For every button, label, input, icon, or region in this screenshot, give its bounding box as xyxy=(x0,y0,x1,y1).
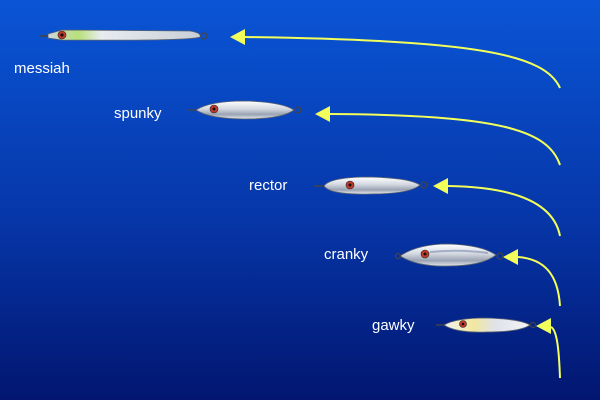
short-jig-icon xyxy=(436,317,537,333)
slim-jig-icon xyxy=(187,100,302,120)
lure-label-gawky: gawky xyxy=(372,317,415,334)
wide-jig-icon xyxy=(394,243,504,267)
lure-label-messiah: messiah xyxy=(14,60,70,77)
lure-label-cranky: cranky xyxy=(324,246,369,263)
lure-label-spunky: spunky xyxy=(114,105,162,122)
arrow-messiah xyxy=(230,29,561,89)
arrow-spunky xyxy=(315,106,561,166)
arrow-rector xyxy=(433,178,561,237)
medium-jig-icon xyxy=(314,176,428,195)
lure-label-rector: rector xyxy=(249,177,288,194)
arrow-cranky xyxy=(503,249,561,307)
arrow-gawky xyxy=(536,318,561,379)
long-slim-jig-icon xyxy=(40,29,208,41)
